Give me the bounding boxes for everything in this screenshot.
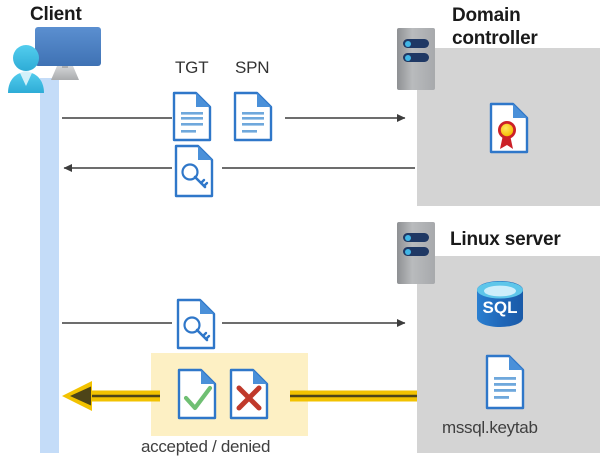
ticket-key-document-icon-2 [176, 298, 216, 350]
keytab-label: mssql.keytab [442, 418, 538, 437]
svg-text:SQL: SQL [483, 298, 518, 317]
spn-label: SPN [235, 58, 270, 77]
ticket-key-document-icon-1 [174, 144, 214, 198]
certificate-document-icon [489, 102, 529, 154]
user-at-computer-icon [8, 27, 101, 93]
denied-document-icon [229, 368, 269, 420]
tgt-label: TGT [175, 58, 209, 77]
rack-led-bar-1 [403, 233, 429, 242]
domain-controller-title-line2: controller [452, 28, 538, 49]
rack-led-bar-1 [403, 39, 429, 48]
keytab-document-icon [485, 354, 525, 410]
domain-controller-title-line1: Domain [452, 5, 521, 26]
accepted-denied-label: accepted / denied [141, 437, 271, 456]
spn-document-icon [233, 91, 273, 142]
accepted-document-icon [177, 368, 217, 420]
linux-server-title: Linux server [450, 229, 561, 250]
rack-led-bar-2 [403, 53, 429, 62]
tgt-document-icon [172, 91, 212, 142]
client-lifeline [40, 78, 59, 453]
linux-server-server-rack-icon [397, 222, 435, 284]
rack-led-bar-2 [403, 247, 429, 256]
client-title: Client [30, 4, 82, 25]
auth-result-highlight [151, 353, 308, 436]
domain-controller-server-rack-icon [397, 28, 435, 90]
arrow-auth-result [62, 381, 417, 411]
sql-database-icon: SQL [477, 281, 523, 327]
